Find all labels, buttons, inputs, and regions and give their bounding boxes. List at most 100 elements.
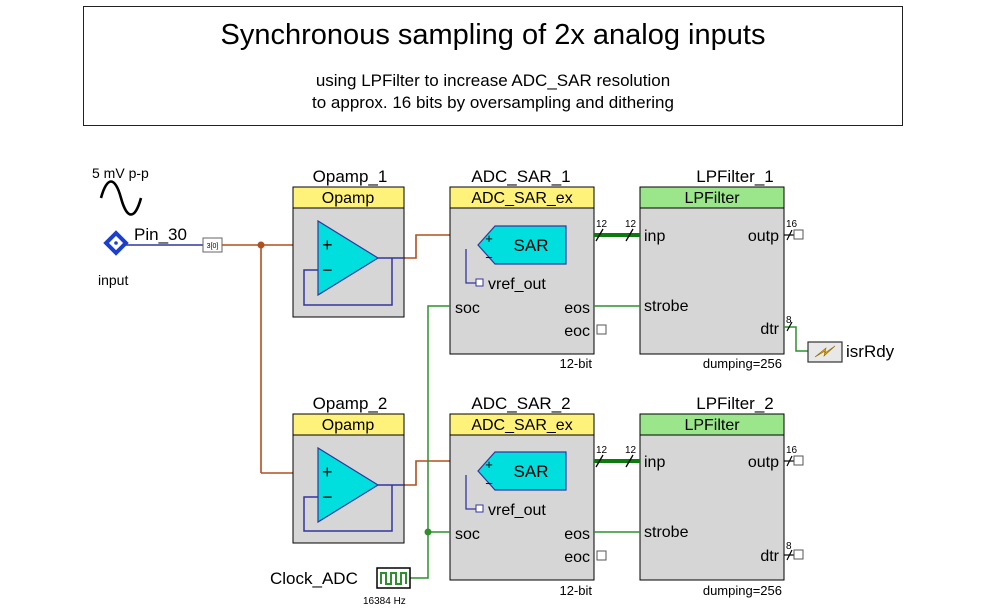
opamp-1-minus: − [322, 260, 333, 280]
lpfilter-1[interactable]: LPFilter_1 LPFilter inp outp strobe dtr … [639, 167, 785, 371]
diagram-subtitle-line2: to approx. 16 bits by oversampling and d… [312, 93, 674, 112]
lpf1-dtr-slash [786, 321, 793, 332]
lpf2-dtr-width: 8 [786, 541, 792, 552]
junction-dot-clock [424, 528, 432, 536]
adc-2-vref-wire [465, 475, 476, 510]
isr-name: isrRdy [846, 342, 895, 361]
lpfilter-1-instance: LPFilter_1 [696, 167, 773, 186]
adc-2-vref-terminal-icon [475, 504, 484, 513]
opamp-2[interactable]: Opamp_2 Opamp + − [292, 394, 405, 544]
adc-1-type: ADC_SAR_ex [471, 190, 572, 207]
lpfilter-2-outp-label: outp [748, 454, 779, 471]
signal-source: 5 mV p-p Pin_30 input 3[0] [92, 165, 223, 288]
adc-2-vref-label: vref_out [488, 502, 546, 519]
adc-2-eoc-label: eoc [564, 549, 590, 566]
lpfilter-2-body [639, 434, 785, 581]
wire-opamp1-to-adc1 [402, 234, 478, 259]
wire-opamp2-to-adc2 [402, 460, 478, 486]
analog-wires [222, 234, 478, 486]
opamp-2-type: Opamp [322, 417, 375, 434]
adc-2-instance: ADC_SAR_2 [471, 394, 570, 413]
opamp-2-instance: Opamp_2 [313, 394, 388, 413]
adc-1-vref-label: vref_out [488, 276, 546, 293]
adc-sar-1[interactable]: ADC_SAR_1 ADC_SAR_ex SAR + − vref_out so… [449, 167, 607, 371]
adc-1-minus: − [485, 250, 493, 265]
adc-1-eoc-terminal [596, 324, 607, 335]
clock-name: Clock_ADC [270, 569, 358, 588]
bus-1-width-a: 12 [596, 219, 608, 230]
opamp-1-feedback-wire [303, 258, 393, 306]
bus-adc2-to-lpf2: 12 12 [594, 445, 640, 468]
lpfilter-2-param: dumping=256 [703, 583, 782, 598]
adc-1-soc-label: soc [455, 300, 480, 317]
adc-2-plus: + [485, 457, 493, 472]
lpfilter-2-dtr-label: dtr [760, 548, 779, 565]
isr-rdy[interactable]: isrRdy [807, 341, 895, 363]
lpf2-outp-terminal [793, 455, 804, 466]
bus-2-width-b: 12 [625, 445, 637, 456]
lpf2-outp-slash [786, 455, 793, 467]
lpfilter-2-strobe-label: strobe [644, 524, 689, 541]
adc-1-sar-label: SAR [514, 236, 549, 255]
adc-2-eos-label: eos [564, 526, 590, 543]
diagram-subtitle-line1: using LPFilter to increase ADC_SAR resol… [315, 71, 671, 90]
lpfilter-1-body [639, 207, 785, 355]
adc-2-sar-shape-icon [477, 451, 567, 491]
clock-adc[interactable]: Clock_ADC 16384 Hz [270, 567, 411, 607]
bus-1-slash-b [625, 228, 634, 242]
lpfilter-1-type: LPFilter [684, 190, 740, 207]
adc-1-eos-label: eos [564, 300, 590, 317]
lpf1-dtr-width: 8 [786, 315, 792, 326]
lpfilter-1-dtr-label: dtr [760, 321, 779, 338]
lpf1-outp-width: 16 [786, 219, 798, 230]
lpfilter-2-outputs: 16 8 [784, 445, 804, 561]
adc-sar-2[interactable]: ADC_SAR_2 ADC_SAR_ex SAR + − vref_out so… [449, 394, 607, 598]
adc-1-eoc-label: eoc [564, 323, 590, 340]
lpf1-outp-terminal [793, 229, 804, 240]
lpfilter-1-param: dumping=256 [703, 356, 782, 371]
adc-2-bits: 12-bit [559, 583, 592, 598]
wire-dtr1-isr [784, 326, 808, 352]
lpfilter-2-inp-label: inp [644, 454, 665, 471]
opamp-2-plus: + [322, 462, 333, 482]
lpf2-dtr-slash [786, 549, 793, 561]
clock-square-wave-icon [380, 572, 407, 585]
opamp-1-triangle-icon [317, 219, 380, 297]
pin-center-dot [114, 241, 118, 245]
lpfilter-1-strobe-label: strobe [644, 298, 689, 315]
lpfilter-2[interactable]: LPFilter_2 LPFilter inp outp strobe dtr … [639, 394, 785, 598]
title-box: Synchronous sampling of 2x analog inputs… [83, 6, 903, 126]
bus-2-slash-b [625, 454, 634, 468]
adc-1-sar-shape-icon [477, 225, 567, 265]
lpfilter-2-instance: LPFilter_2 [696, 394, 773, 413]
interrupt-lightning-icon [814, 345, 836, 358]
pin-name: Pin_30 [134, 225, 187, 244]
opamp-1[interactable]: Opamp_1 Opamp + − [292, 167, 405, 318]
adc-2-type: ADC_SAR_ex [471, 417, 572, 434]
lpf1-outp-slash [786, 229, 793, 241]
adc-2-eoc-terminal [596, 550, 607, 561]
pin-label: input [98, 272, 128, 288]
opamp-1-instance: Opamp_1 [313, 167, 388, 186]
bus-adc1-to-lpf1: 12 12 [594, 219, 640, 242]
wire-clock-soc [410, 305, 450, 579]
lpfilter-1-outp-label: outp [748, 228, 779, 245]
lpf2-outp-width: 16 [786, 445, 798, 456]
opamp-1-plus: + [322, 235, 333, 255]
clock-frequency: 16384 Hz [363, 596, 406, 607]
digital-wires [410, 305, 808, 579]
bus-2-width-a: 12 [596, 445, 608, 456]
bus-1-width-b: 12 [625, 219, 637, 230]
lpf2-dtr-terminal [793, 549, 804, 560]
lpfilter-2-type: LPFilter [684, 417, 740, 434]
adc-2-soc-label: soc [455, 526, 480, 543]
adc-1-plus: + [485, 231, 493, 246]
adc-2-sar-label: SAR [514, 462, 549, 481]
adc-1-vref-wire [465, 249, 476, 284]
bus-2-slash-a [595, 454, 604, 468]
lpfilter-1-outputs: 16 8 [784, 219, 804, 332]
opamp-2-minus: − [322, 487, 333, 507]
adc-1-instance: ADC_SAR_1 [471, 167, 570, 186]
source-amplitude-label: 5 mV p-p [92, 165, 149, 181]
